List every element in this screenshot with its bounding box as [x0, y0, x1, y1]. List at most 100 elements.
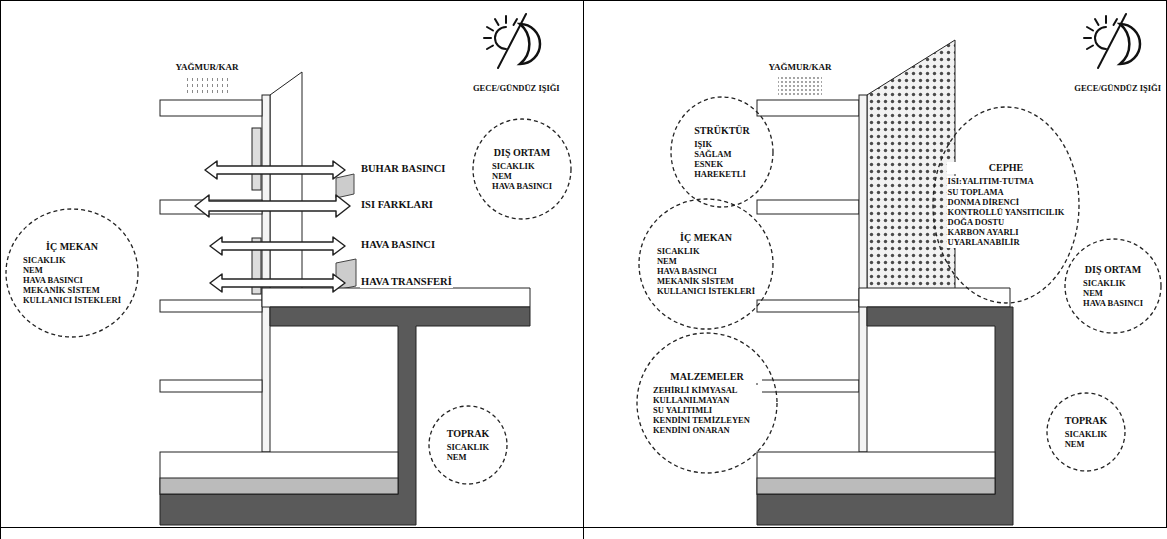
day-night-icon — [1095, 27, 1106, 49]
circle-heading: İÇ MEKAN — [22, 241, 122, 253]
circle-item: SU TOPLAMA — [947, 187, 1066, 197]
dashed-circle: STRÜKTÜRIŞIKSAĞLAMESNEKHAREKETLİ — [670, 96, 774, 208]
circle-text: STRÜKTÜRIŞIKSAĞLAMESNEKHAREKETLİ — [693, 125, 751, 180]
circle-item: KARBON AYARLI — [947, 227, 1066, 237]
circle-item: SICAKLIK — [446, 442, 491, 452]
annotation-label: YAĞMUR/KAR — [767, 62, 832, 72]
circle-item: UYARLANABİLİR — [947, 237, 1066, 247]
building-section-right — [778, 76, 822, 96]
panel-frame — [0, 0, 1167, 1]
day-night-icon — [1114, 19, 1118, 25]
building-section-left — [262, 95, 270, 452]
circle-heading: CEPHE — [947, 162, 1066, 174]
day-night-icon — [1084, 14, 1140, 68]
dashed-circle: TOPRAK SICAKLIKNEM — [1046, 392, 1126, 472]
circle-heading: STRÜKTÜR — [693, 125, 751, 137]
circle-text: CEPHEISI:YALITIM-TUTMASU TOPLAMADONMA Dİ… — [947, 162, 1066, 247]
building-section-left — [160, 72, 530, 525]
building-section-left — [262, 288, 530, 307]
panel-frame — [583, 0, 584, 539]
dashed-circle: CEPHEISI:YALITIM-TUTMASU TOPLAMADONMA Dİ… — [932, 106, 1080, 304]
dashed-circle: MALZEMELER ZEHİRLİ KİMYASAL KULLANILMAYAN… — [636, 332, 778, 474]
dashed-circle-outline — [933, 107, 1079, 303]
arrow-label: HAVA BASINCI — [360, 239, 436, 251]
circle-item: NEM — [446, 452, 491, 462]
dashed-circle-outline — [637, 333, 777, 473]
day-night-icon — [1084, 37, 1091, 39]
circle-heading: DIŞ ORTAM — [491, 147, 553, 159]
double-arrow — [210, 237, 345, 255]
dashed-circle: İÇ MEKANSICAKLIKNEMHAVA BASINCIMEKANİK S… — [5, 208, 139, 338]
building-section-right — [757, 100, 859, 116]
annotation-label: GECE/GÜNDÜZ IŞIĞI — [472, 84, 561, 94]
circle-item: ZEHİRLİ KİMYASAL KULLANILMAYAN — [652, 385, 762, 405]
building-section-right — [757, 307, 1013, 525]
day-night-icon — [495, 19, 499, 25]
annotation-label: GECE/GÜNDÜZ IŞIĞI — [1073, 84, 1162, 94]
circle-item: KENDİNİ TEMİZLEYEN — [652, 415, 762, 425]
building-section-right — [757, 40, 1013, 525]
building-section-left — [160, 452, 398, 494]
circle-item: SICAKLIK — [1064, 429, 1109, 439]
day-night-icon — [1105, 16, 1107, 23]
building-section-left — [252, 128, 261, 190]
circle-item: MEKANİK SİSTEM — [656, 276, 756, 286]
day-night-icon — [484, 14, 540, 68]
circle-item: KULLANICI İSTEKLERİ — [22, 295, 122, 305]
double-arrow — [195, 161, 350, 292]
building-section-right — [859, 288, 1010, 307]
circle-item: HAVA BASINCI — [22, 275, 122, 285]
circle-heading: TOPRAK — [1064, 415, 1109, 427]
day-night-icon — [495, 27, 506, 49]
circle-text: İÇ MEKANSICAKLIKNEMHAVA BASINCIMEKANİK S… — [656, 232, 756, 297]
day-night-icon — [487, 27, 493, 31]
double-arrow — [195, 195, 350, 217]
circle-heading: İÇ MEKAN — [656, 232, 756, 244]
circle-item: NEM — [656, 256, 756, 266]
circle-text: İÇ MEKANSICAKLIKNEMHAVA BASINCIMEKANİK S… — [22, 241, 122, 306]
dashed-circle-outline — [639, 199, 773, 329]
dashed-circle-outline — [671, 97, 773, 207]
circle-item: SICAKLIK — [1082, 278, 1144, 288]
circle-item: NEM — [1064, 439, 1109, 449]
dashed-circle-outline — [6, 209, 138, 337]
building-section-right — [859, 95, 867, 452]
circle-heading: MALZEMELER — [652, 371, 762, 383]
circle-item: HAVA BASINCI — [491, 181, 553, 191]
building-section-left — [160, 478, 398, 494]
circle-heading: TOPRAK — [446, 428, 491, 440]
dashed-circle-outline — [1065, 239, 1161, 333]
circle-item: IŞIK — [693, 139, 751, 149]
circle-text: MALZEMELER ZEHİRLİ KİMYASAL KULLANILMAYAN… — [652, 371, 762, 436]
circle-item: DOĞA DOSTU — [947, 217, 1066, 227]
day-night-icon — [487, 46, 493, 50]
dashed-circle-outline — [1047, 393, 1125, 471]
building-section-left — [160, 307, 530, 525]
circle-text: TOPRAK SICAKLIKNEM — [1064, 415, 1109, 449]
circle-item: SICAKLIK — [22, 255, 122, 265]
building-section-right — [757, 452, 995, 494]
day-night-icon — [1098, 14, 1126, 68]
circle-item: ISI:YALITIM-TUTMA — [947, 176, 1066, 186]
circle-item: SU YALITIMLI — [652, 405, 762, 415]
building-section-right — [867, 40, 955, 307]
circle-text: DIŞ ORTAMSICAKLIKNEMHAVA BASINCI — [1082, 264, 1144, 309]
day-night-icon — [1120, 24, 1140, 64]
circle-text: DIŞ ORTAMSICAKLIKNEMHAVA BASINCI — [491, 147, 553, 192]
circle-item: KULLANICI İSTEKLERİ — [656, 286, 756, 296]
circle-item: NEM — [22, 265, 122, 275]
day-night-icon — [514, 19, 518, 25]
building-section-left — [160, 380, 262, 392]
dashed-circle: DIŞ ORTAMSICAKLIKNEMHAVA BASINCI — [1064, 238, 1162, 334]
circle-item: SICAKLIK — [656, 246, 756, 256]
circle-item: NEM — [1082, 288, 1144, 298]
day-night-icon — [1095, 19, 1099, 25]
dashed-circle: DIŞ ORTAMSICAKLIKNEMHAVA BASINCI — [472, 118, 572, 220]
circle-item: NEM — [491, 171, 553, 181]
dashed-circle: İÇ MEKANSICAKLIKNEMHAVA BASINCIMEKANİK S… — [638, 198, 774, 330]
double-arrow — [205, 161, 345, 179]
day-night-icon — [520, 24, 540, 64]
circle-item: KENDİNİ ONARAN — [652, 425, 762, 435]
